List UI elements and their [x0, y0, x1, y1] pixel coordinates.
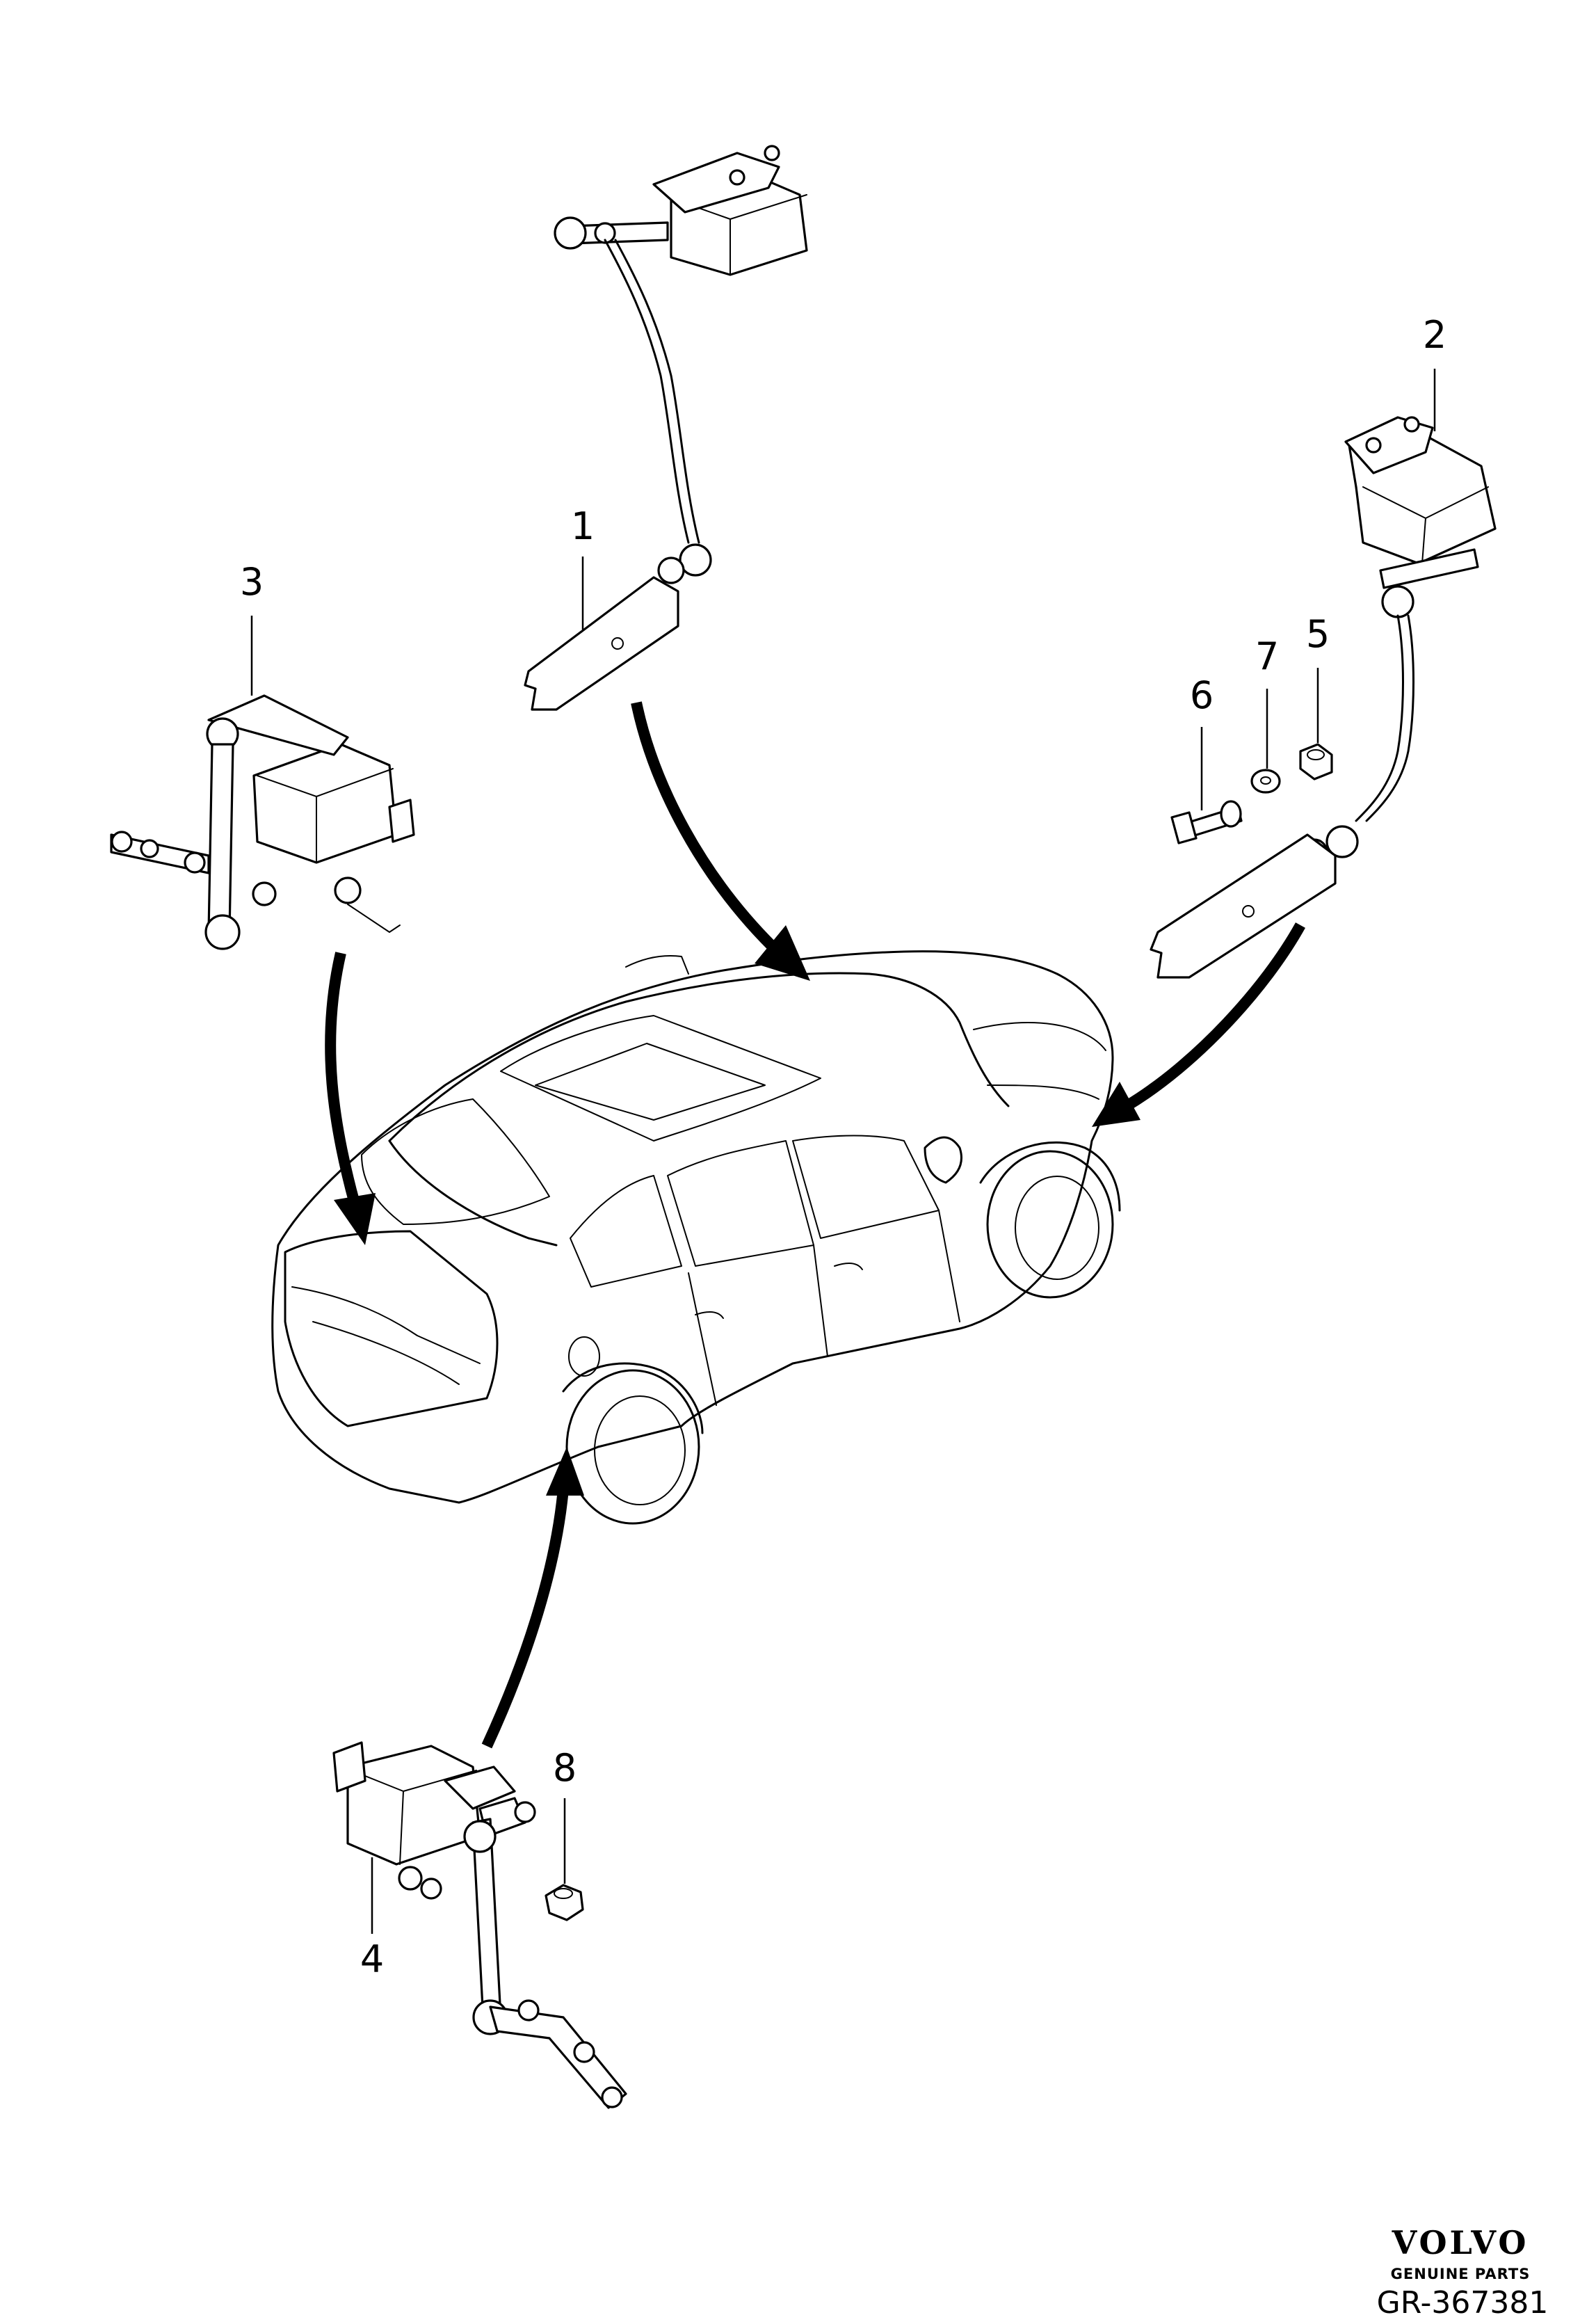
part-5-nut — [1299, 743, 1333, 780]
volvo-logo: VOLVO — [1392, 2224, 1529, 2261]
part-2-level-sensor — [1150, 416, 1497, 979]
callout-6: 6 — [1190, 673, 1214, 717]
diagram-code: GR-367381 — [1377, 2285, 1549, 2321]
arrow-part-4-to-car — [481, 1488, 569, 1749]
arrow-head-1-icon — [755, 925, 810, 981]
part-4-level-sensor — [332, 1741, 627, 2109]
part-1-level-sensor — [524, 145, 808, 711]
arrow-part-1-to-car — [631, 701, 776, 950]
callout-7: 7 — [1255, 634, 1279, 678]
callout-1: 1 — [571, 504, 595, 548]
callout-3: 3 — [240, 560, 264, 604]
part-3-level-sensor — [110, 694, 415, 950]
arrow-head-4-icon — [546, 1447, 584, 1496]
part-6-bolt — [1170, 800, 1243, 844]
arrow-part-3-to-car — [325, 952, 360, 1206]
direction-arrows — [325, 701, 1305, 1749]
callout-5: 5 — [1306, 612, 1330, 656]
callout-8: 8 — [553, 1746, 577, 1790]
arrow-head-3-icon — [334, 1193, 376, 1245]
callouts: 1 2 3 4 5 6 7 8 — [240, 313, 1446, 1981]
arrow-head-2-icon — [1092, 1082, 1140, 1127]
part-7-washer — [1250, 769, 1281, 794]
vehicle-outline — [271, 950, 1121, 1525]
callout-2: 2 — [1423, 313, 1446, 357]
arrow-part-2-to-car — [1123, 922, 1305, 1111]
brand-block: VOLVO GENUINE PARTS GR-367381 — [1377, 2224, 1549, 2321]
callout-4: 4 — [360, 1937, 384, 1981]
part-8-nut — [545, 1884, 584, 1921]
genuine-parts-label: GENUINE PARTS — [1391, 2266, 1531, 2282]
